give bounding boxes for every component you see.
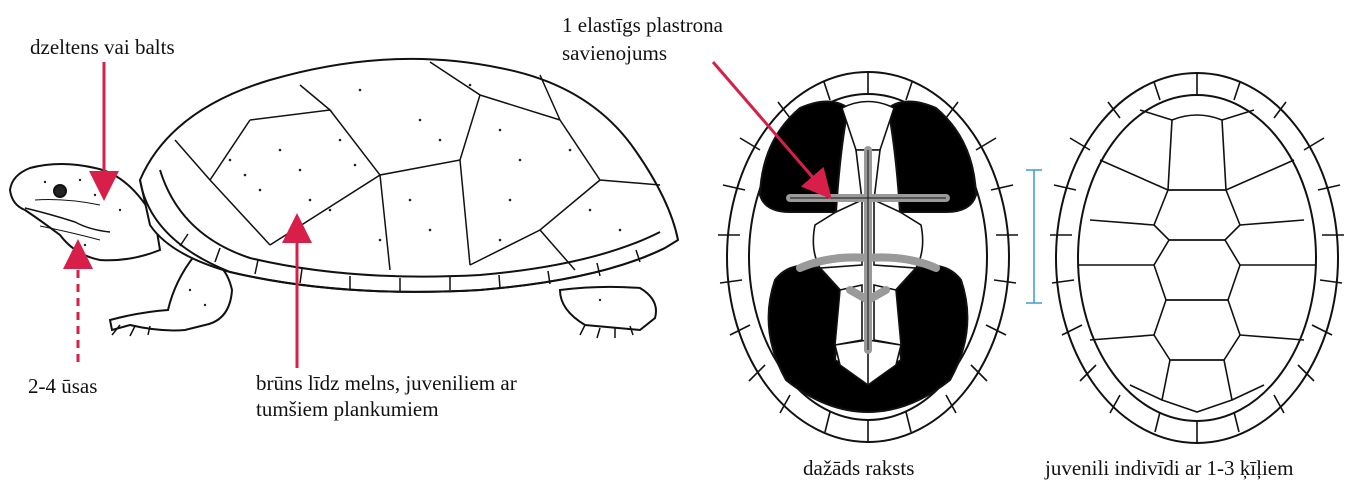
label-hinge-line2: savienojums [562, 40, 667, 66]
label-shell-color-line1: brūns līdz melns, juveniliem ar [256, 370, 517, 396]
label-shell-color-line2: tumšiem plankumiem [256, 396, 439, 422]
scale-bar [1026, 170, 1042, 303]
label-hinge-line1: 1 elastīgs plastrona [562, 12, 723, 38]
plastron-juvenile [1050, 73, 1344, 443]
caption-juvenile: juvenili indivīdi ar 1-3 ķīļiem [1045, 455, 1293, 481]
turtle-eye [54, 185, 66, 197]
label-head-color: dzeltens vai balts [30, 34, 175, 60]
turtle-side-illustration [10, 59, 678, 338]
caption-adult-pattern: dažāds raksts [803, 455, 914, 481]
plastron-adult [718, 72, 1018, 442]
label-barbels: 2-4 ūsas [28, 373, 97, 399]
hind-leg [560, 287, 656, 330]
